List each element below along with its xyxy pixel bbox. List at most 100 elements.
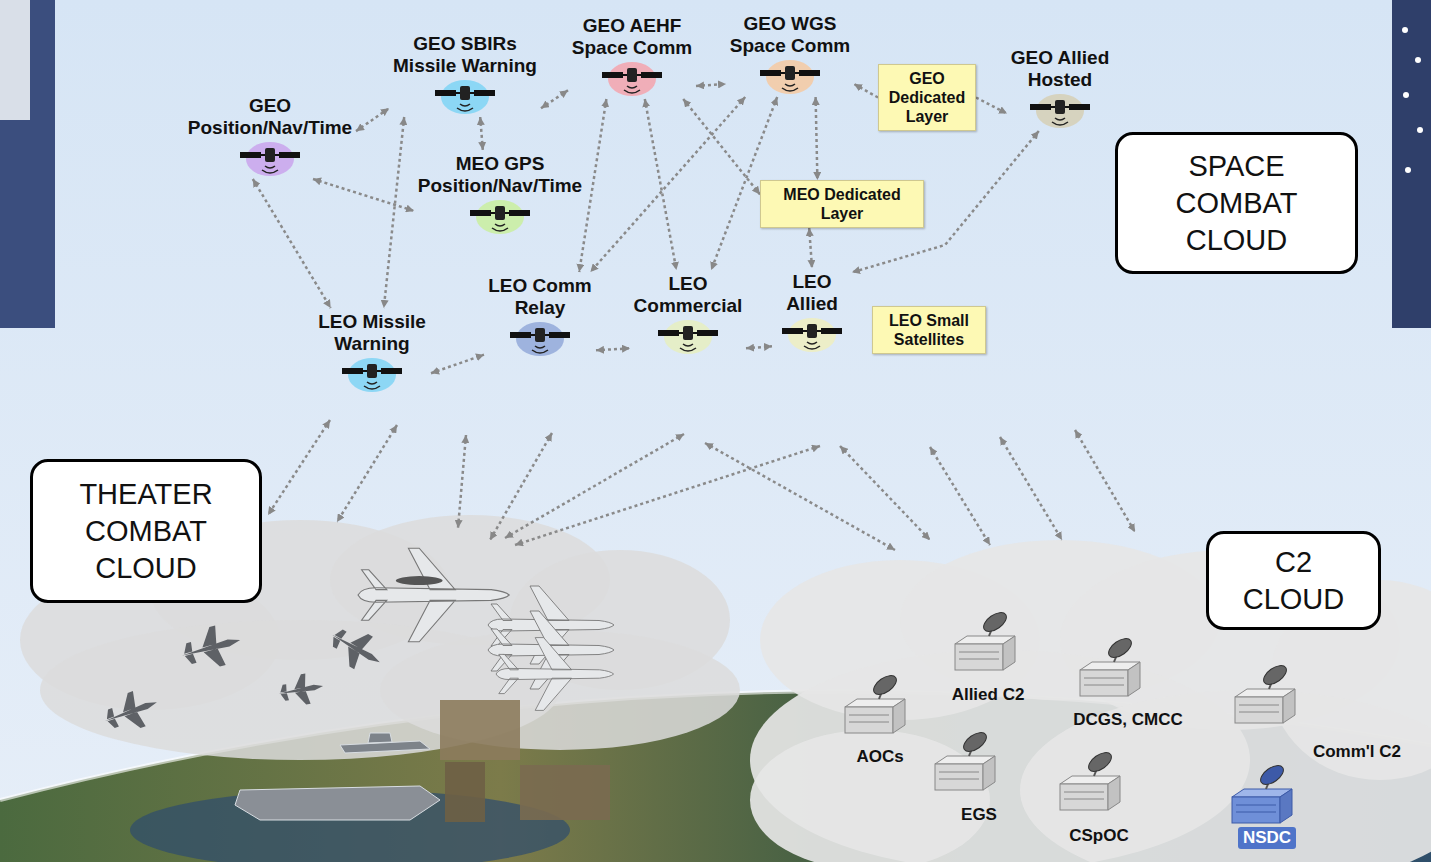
satellite-node: LEO Allied (772, 268, 852, 355)
cloud-box: C2 CLOUD (1206, 531, 1381, 630)
satellite-icon (1069, 104, 1090, 110)
satellite-label: LEO Allied (772, 271, 852, 315)
satellite-icon (755, 57, 825, 97)
ground-station-icon (1235, 697, 1283, 723)
satellite-icon (279, 152, 300, 158)
link-arrow (384, 117, 404, 308)
satellite-label: LEO Missile Warning (313, 311, 431, 355)
satellite-icon (1036, 94, 1084, 128)
ground-station-icon (1085, 749, 1114, 775)
satellite-icon (1052, 118, 1068, 125)
link-arrow (515, 446, 820, 545)
satellite-label: LEO Commercial (630, 273, 746, 317)
aircraft (99, 685, 163, 739)
station-label: CSpOC (1069, 826, 1129, 846)
satellite-node: LEO Commercial (630, 270, 746, 357)
satellite-icon (337, 355, 407, 395)
satellite-icon (641, 72, 662, 78)
link-arrow (490, 433, 552, 540)
satellite-icon (697, 330, 718, 336)
aircraft (396, 576, 443, 585)
ground-station-icon (1236, 805, 1276, 812)
satellite-node: MEO GPS Position/Nav/Time (414, 150, 586, 237)
satellite-icon (1025, 91, 1095, 131)
satellite-icon (664, 320, 712, 354)
link-arrow (337, 425, 397, 522)
aircraft (496, 638, 614, 711)
satellite-icon (1055, 100, 1065, 114)
satellite-icon (535, 328, 545, 342)
link-arrow (746, 346, 772, 348)
ground-station-icon (1280, 789, 1292, 823)
ground-station-icon (1232, 762, 1292, 823)
link-arrow (1075, 430, 1135, 532)
cloud-title: C2 CLOUD (1234, 544, 1354, 618)
satellite-icon (510, 332, 531, 338)
satellite-label: GEO WGS Space Comm (726, 13, 854, 57)
satellite-icon (476, 200, 524, 234)
ships (340, 733, 430, 753)
link-arrow (1000, 437, 1062, 540)
satellite-icon (460, 86, 470, 100)
satellite-node: GEO WGS Space Comm (726, 10, 854, 97)
satellite-icon (505, 319, 575, 359)
station-label: NSDC (1238, 827, 1296, 849)
ground-station-icon (1232, 797, 1280, 823)
ground-station-icon (935, 764, 983, 790)
link-arrow (854, 84, 878, 98)
satellite-node: LEO Missile Warning (313, 308, 431, 395)
link-arrow (840, 446, 930, 540)
satellite-icon (348, 358, 396, 392)
link-arrow (480, 117, 483, 150)
satellite-icon (602, 72, 623, 78)
ground-station-icon (955, 644, 1003, 670)
satellite-icon (683, 326, 693, 340)
link-arrow (356, 108, 389, 131)
link-arrow (268, 420, 330, 515)
satellite-label: GEO SBIRs Missile Warning (389, 33, 541, 77)
ground-station-icon (1260, 662, 1289, 688)
ground-station-icon (845, 672, 905, 733)
soldiers-photo (440, 700, 610, 822)
layer-note: GEO Dedicated Layer (878, 64, 976, 131)
ground-station-icon (870, 672, 899, 698)
satellite-icon (381, 368, 402, 374)
link-arrow (809, 228, 812, 268)
satellite-icon (235, 139, 305, 179)
ground-station-icon (983, 756, 995, 790)
satellite-label: MEO GPS Position/Nav/Time (414, 153, 586, 197)
station-label: Comm'l C2 (1313, 742, 1401, 762)
link-arrow (816, 97, 818, 180)
ground-station-icon (1257, 762, 1286, 788)
station-label: AOCs (856, 747, 903, 767)
satellite-label: GEO Position/Nav/Time (184, 95, 356, 139)
satellite-icon (782, 328, 803, 334)
link-arrow (505, 434, 684, 538)
satellite-icon (821, 328, 842, 334)
ground-station-icon (939, 772, 979, 779)
satellite-icon (804, 342, 820, 349)
satellite-icon (777, 315, 847, 355)
satellite-icon (788, 318, 836, 352)
link-arrow (976, 98, 1007, 114)
soldiers-photo (440, 700, 520, 760)
ground-station-icon (1060, 749, 1120, 810)
ground-station-icon (959, 652, 999, 659)
satellite-icon (367, 364, 377, 378)
ground-station-icon (960, 729, 989, 755)
link-arrow (313, 179, 414, 211)
side-photo (1417, 127, 1423, 133)
ground-station-icon (1060, 784, 1108, 810)
satellite-icon (240, 152, 261, 158)
satellite-label: GEO AEHF Space Comm (568, 15, 696, 59)
ground-station-icon (893, 699, 905, 733)
satellite-node: GEO AEHF Space Comm (568, 12, 696, 99)
satellite-node: GEO Position/Nav/Time (184, 92, 356, 179)
station-label: EGS (961, 805, 997, 825)
c2-cloud (750, 540, 1431, 862)
satellite-icon (549, 332, 570, 338)
link-arrow (705, 443, 895, 550)
cloud-title: SPACE COMBAT CLOUD (1142, 148, 1332, 259)
satellite-node: LEO Comm Relay (484, 272, 596, 359)
